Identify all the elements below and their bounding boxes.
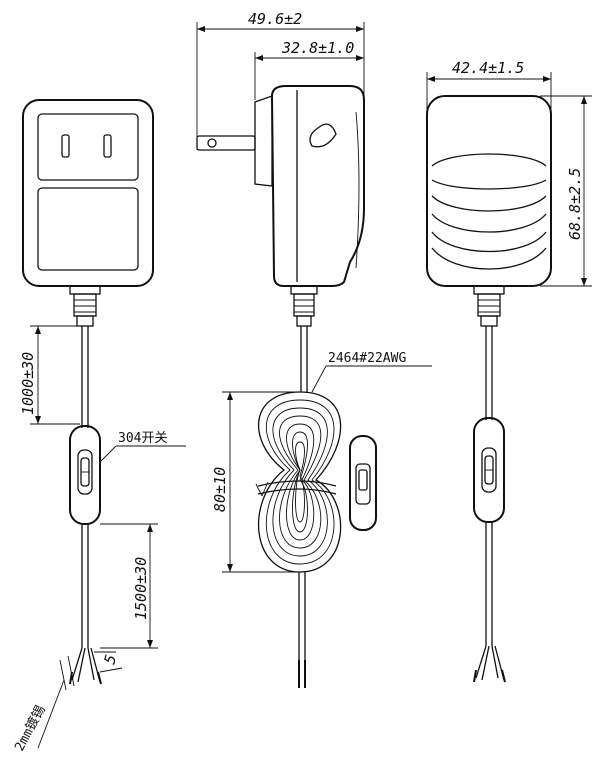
dim-body-width: 32.8±1.0: [254, 39, 364, 100]
side-plug-base: [254, 95, 273, 187]
dim-side-width: 42.4±1.5: [426, 59, 552, 110]
front-housing: [22, 99, 154, 287]
back-housing: [426, 95, 552, 287]
front-inline-switch: [69, 425, 101, 525]
dim-cable-bottom-text: 1500±30: [132, 557, 150, 620]
dim-overall-width-text: 49.6±2: [248, 10, 302, 28]
dim-overall-width: 49.6±2: [196, 10, 365, 150]
side-prong: [196, 135, 256, 151]
back-view: 42.4±1.5 68.8±2.5: [426, 59, 592, 683]
tinning-label: 2mm镀锡: [11, 703, 48, 754]
side-strain-relief: [290, 285, 318, 327]
dim-height: 68.8±2.5: [540, 95, 592, 287]
front-label-panel: [37, 187, 139, 271]
back-inline-switch: [473, 417, 505, 523]
tinning-callout: 2mm镀锡: [11, 655, 75, 754]
dim-body-width-text: 32.8±1.0: [281, 39, 354, 57]
back-strain-relief: [473, 285, 505, 327]
front-wire-ends: [69, 647, 102, 685]
front-pin-slot-right: [103, 134, 112, 158]
switch-callout: 304开关: [99, 431, 186, 463]
front-strain-relief: [69, 285, 101, 327]
side-inline-switch: [349, 435, 377, 531]
front-plug-face: [37, 113, 139, 181]
dim-cable-bottom: 1500±30: [100, 523, 158, 649]
cable-spec-label: 2464#22AWG: [328, 351, 406, 366]
dim-strip-text: 5: [100, 653, 120, 666]
coiled-cable: [255, 391, 342, 573]
front-pin-slot-left: [61, 134, 70, 158]
dim-cable-top-text: 1000±30: [19, 352, 37, 415]
front-view: 1000±30 1500±30 304开关 5 2mm镀锡: [11, 99, 186, 754]
dim-height-text: 68.8±2.5: [566, 168, 584, 240]
cable-spec-callout: 2464#22AWG: [311, 351, 432, 393]
side-view: 80±10 2464#22AWG 49.6±2 32.8±1.0: [196, 10, 432, 688]
dim-side-width-text: 42.4±1.5: [452, 59, 524, 77]
side-body: [270, 85, 365, 287]
dim-coil: 80±10: [211, 391, 296, 573]
dim-cable-top: 1000±30: [19, 325, 80, 425]
switch-label: 304开关: [118, 431, 167, 446]
dim-coil-text: 80±10: [211, 467, 229, 512]
dim-strip: 5: [94, 651, 123, 673]
back-wire-ends: [473, 645, 506, 683]
